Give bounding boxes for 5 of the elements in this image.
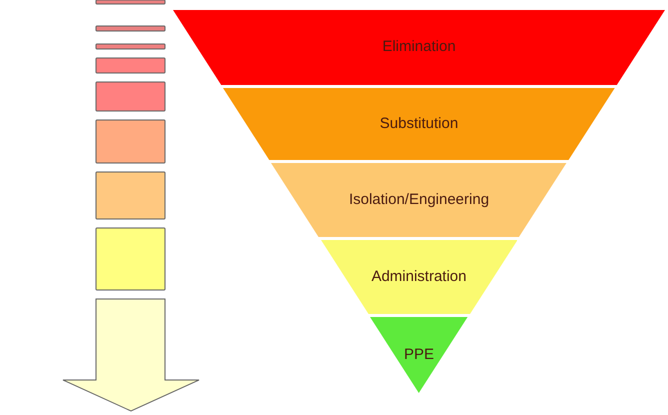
band-label: PPE — [404, 344, 434, 365]
band-label: Substitution — [380, 114, 458, 134]
band-label: Elimination — [382, 37, 456, 58]
band-label: Administration — [371, 266, 466, 287]
band-label: Isolation/Engineering — [348, 190, 490, 210]
